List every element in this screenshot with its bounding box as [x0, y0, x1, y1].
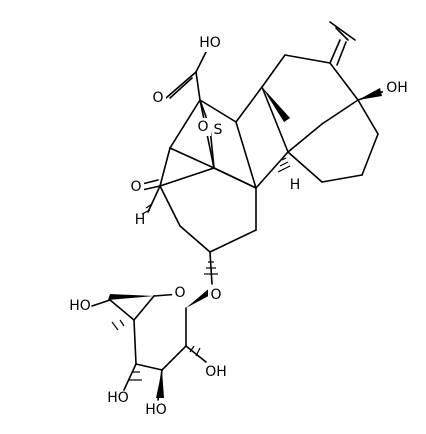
bond	[109, 299, 135, 321]
bond	[147, 185, 161, 213]
wedge-bond	[108, 294, 154, 300]
bond	[159, 167, 215, 187]
bond	[141, 179, 159, 185]
bond	[335, 27, 349, 41]
bond	[287, 151, 323, 183]
bond	[195, 71, 201, 101]
hash-bond	[111, 319, 125, 331]
atom-label: O	[197, 119, 208, 135]
bond	[321, 174, 363, 183]
hash-bond	[189, 345, 201, 357]
atom-label: O	[130, 179, 141, 195]
bond	[284, 54, 331, 64]
atom-label: H	[290, 177, 301, 193]
bond	[329, 39, 341, 64]
bond	[123, 363, 137, 391]
atom-label: S	[214, 122, 223, 138]
bond	[261, 54, 286, 88]
bond	[133, 295, 155, 321]
bond	[91, 299, 111, 307]
atom-label: HO	[107, 390, 129, 406]
bond	[165, 71, 197, 99]
hash-bond	[204, 261, 218, 275]
bond	[357, 99, 379, 135]
bond	[336, 41, 347, 66]
wedge-bond	[358, 88, 382, 100]
atom-label: H	[135, 212, 146, 228]
bond	[179, 225, 211, 253]
bond	[169, 99, 201, 149]
bond	[261, 86, 289, 153]
bond	[321, 99, 359, 125]
bond	[159, 147, 171, 187]
hash-bond	[141, 203, 153, 215]
atom-label: HO	[145, 402, 167, 418]
atom-labels: HO O O S OH O O O HO HO HO OH H H	[69, 34, 411, 418]
hash-bond	[277, 157, 291, 173]
atom-label: O	[152, 90, 163, 106]
bond	[209, 229, 257, 253]
stereo-bonds	[108, 87, 382, 398]
bond	[361, 133, 379, 176]
atom-label: HO	[199, 35, 221, 51]
bond	[159, 185, 181, 227]
bond	[199, 99, 237, 123]
bond	[255, 151, 289, 189]
bond	[287, 123, 323, 153]
bond	[235, 86, 263, 123]
atom-label: O	[174, 285, 185, 301]
atom-label: OH	[205, 364, 227, 380]
atom-label: O	[210, 287, 221, 303]
bond	[141, 185, 161, 191]
bond	[169, 147, 215, 169]
atom-label: OH	[386, 80, 408, 96]
bond	[329, 62, 359, 101]
bond	[235, 121, 257, 189]
hash-bond	[128, 371, 142, 381]
bond	[161, 345, 187, 371]
bond	[185, 345, 207, 363]
wedge-bond	[262, 87, 290, 122]
atom-label: HO	[69, 298, 91, 314]
bond	[135, 363, 163, 371]
bond	[329, 21, 356, 41]
wedge-bond	[156, 370, 164, 398]
bond	[213, 167, 257, 189]
bonds	[91, 21, 389, 401]
bond	[133, 319, 137, 365]
bond	[169, 77, 193, 99]
